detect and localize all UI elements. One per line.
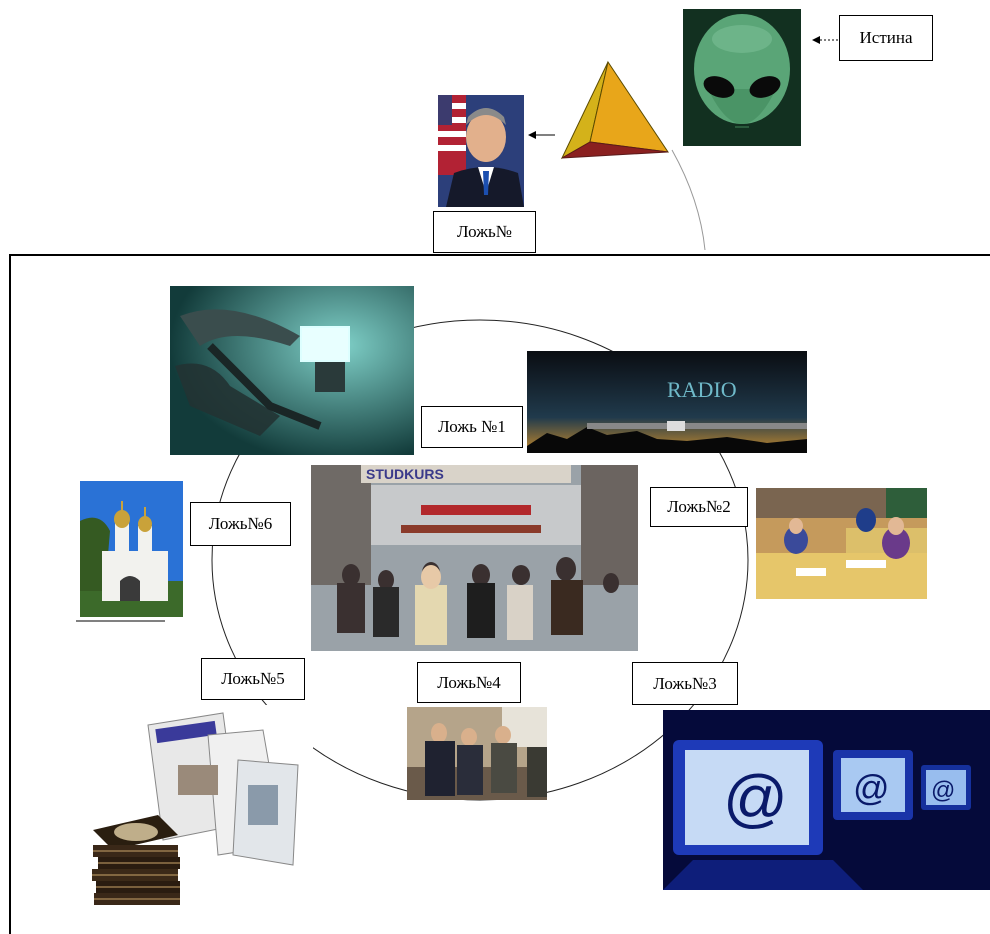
svg-text:RADIO: RADIO [667, 377, 737, 402]
church-icon [80, 481, 183, 617]
lie5-label: Ложь№5 [201, 658, 305, 700]
svg-text:@: @ [931, 777, 955, 804]
lie2-label: Ложь№2 [650, 487, 748, 527]
crowd-street-icon: STUDKURS [311, 465, 638, 651]
church-image [80, 481, 183, 617]
radio-banner-icon: RADIO [527, 351, 807, 453]
truth-label: Истина [839, 15, 933, 61]
svg-text:@: @ [853, 767, 890, 808]
politicians-icon [407, 707, 547, 800]
tv-viewer-icon [170, 286, 414, 455]
lie6-label: Ложь№6 [190, 502, 291, 546]
newspapers-books-icon [88, 705, 313, 913]
tv-viewer-image [170, 286, 414, 455]
politicians-image [407, 707, 547, 800]
press-image [88, 705, 313, 913]
classroom-icon [756, 488, 927, 599]
svg-text:@: @ [723, 762, 788, 834]
president-image [438, 95, 524, 207]
alien-image [683, 9, 801, 146]
lie1-label: Ложь №1 [421, 406, 523, 448]
computers-image: @ @ @ [663, 710, 990, 890]
alien-face-icon [683, 9, 801, 146]
school-image [756, 488, 927, 599]
lie-top-label: Ложь№ [433, 211, 536, 253]
svg-text:STUDKURS: STUDKURS [366, 466, 444, 482]
lie3-label: Ложь№3 [632, 662, 738, 705]
frame-border [9, 254, 990, 934]
pyramid-image [560, 60, 672, 162]
lie4-label: Ложь№4 [417, 662, 521, 703]
pyramid-icon [560, 60, 670, 160]
radio-image: RADIO [527, 351, 807, 453]
computer-monitors-icon: @ @ @ [663, 710, 990, 890]
president-portrait-icon [438, 95, 524, 207]
crowd-image: STUDKURS [311, 465, 638, 651]
